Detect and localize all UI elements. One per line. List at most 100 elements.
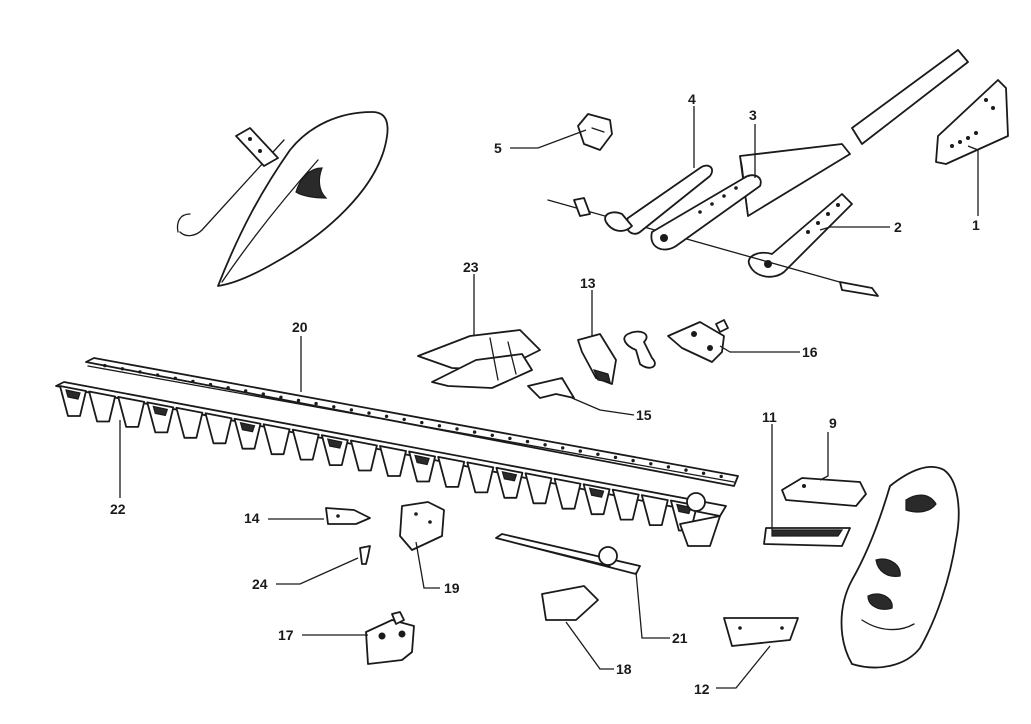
- callout-9: 9: [829, 415, 837, 431]
- guard-tooth: [524, 472, 553, 505]
- bar-hole: [719, 474, 723, 479]
- guard-tooth: [379, 445, 407, 477]
- bar-hole: [261, 392, 265, 396]
- bar-hole: [543, 443, 547, 447]
- bar-hole: [649, 462, 653, 466]
- guard-teeth: [59, 385, 698, 532]
- callout-17: 17: [278, 627, 294, 643]
- bar-hole: [455, 427, 459, 431]
- callout-13: 13: [580, 275, 596, 291]
- callout-21: 21: [672, 630, 688, 646]
- bar-hole: [367, 411, 371, 415]
- bracket-part-5: [577, 113, 613, 151]
- callout-22: 22: [110, 501, 126, 517]
- guard-tooth: [437, 456, 466, 488]
- callout-23: 23: [463, 259, 479, 275]
- bar-hole: [525, 439, 530, 444]
- guard-tooth: [466, 461, 495, 494]
- guard-tooth: [553, 477, 582, 510]
- bar-hole: [613, 455, 618, 460]
- link-bars-parts-3-4: [573, 164, 762, 251]
- bar-hole: [332, 405, 336, 409]
- bar-hole: [208, 382, 213, 387]
- bar-hole: [155, 373, 160, 377]
- guard-tooth: [611, 488, 640, 521]
- bar-hole: [244, 389, 248, 393]
- callout-1: 1: [972, 217, 980, 233]
- knife-head-part-21: [495, 533, 641, 575]
- bar-hole: [314, 401, 318, 406]
- bar-hole: [578, 449, 582, 453]
- guard-tooth: [117, 396, 146, 428]
- crop-divider-part: [176, 111, 389, 287]
- guard-tooth: [233, 417, 262, 450]
- clip-part-17: [365, 611, 415, 665]
- rivet-part-24: [359, 545, 371, 565]
- guard-tooth: [146, 401, 175, 434]
- bar-hole: [701, 471, 706, 475]
- callout-18: 18: [616, 661, 632, 677]
- clip-part-13: [577, 330, 656, 385]
- bar-hole: [296, 398, 301, 403]
- callout-20: 20: [292, 319, 308, 335]
- bar-hole: [508, 436, 512, 441]
- callout-14: 14: [244, 510, 260, 526]
- bar-hole: [120, 367, 125, 371]
- guard-tooth-shadow: [414, 454, 430, 466]
- hold-down-part-16: [667, 319, 729, 363]
- guard-tooth-shadow: [501, 471, 518, 482]
- bar-hole: [138, 370, 142, 374]
- bar-hole: [631, 458, 635, 463]
- plate-part-15: [527, 377, 575, 399]
- guard-tooth-shadow: [239, 421, 256, 433]
- shoe-plate-part-9: [781, 477, 867, 507]
- bar-hole: [402, 417, 406, 422]
- guard-tooth: [204, 412, 233, 445]
- bar-hole: [226, 386, 230, 390]
- bar-hole: [596, 452, 600, 456]
- guard-tooth: [175, 406, 204, 439]
- bar-hole: [349, 408, 354, 412]
- guard-tooth: [88, 390, 116, 423]
- guard-tooth: [582, 483, 611, 516]
- callout-2: 2: [894, 219, 902, 235]
- callout-16: 16: [802, 344, 818, 360]
- guard-tooth: [640, 494, 669, 526]
- divider-shoe-part: [840, 465, 960, 669]
- guard-tooth: [350, 439, 378, 472]
- guard-tooth: [320, 434, 349, 466]
- bar-hole: [684, 468, 688, 472]
- wear-plate-part-11: [763, 527, 851, 547]
- bar-hole: [666, 465, 671, 469]
- bar-hole: [279, 395, 283, 399]
- callout-19: 19: [444, 580, 460, 596]
- guard-tooth: [59, 385, 87, 417]
- guard-tooth-shadow: [588, 487, 605, 498]
- callout-labels: 1 2 3 4 5 9 11 12 13 14 15 16 17 18 19 2…: [110, 91, 980, 697]
- guard-tooth-shadow: [152, 405, 169, 417]
- callout-11: 11: [762, 409, 777, 425]
- guard-tooth: [408, 450, 436, 483]
- guard-tooth: [291, 428, 320, 461]
- bar-hole: [420, 420, 424, 425]
- knife-back-bar-holes: [103, 363, 723, 479]
- bar-hole: [384, 414, 389, 418]
- callout-24: 24: [252, 576, 268, 592]
- bar-hole: [191, 379, 195, 384]
- callout-5: 5: [494, 140, 502, 156]
- plate-part-12: [723, 617, 799, 647]
- bar-hole: [173, 376, 177, 380]
- bar-hole: [103, 363, 107, 368]
- callout-12: 12: [694, 681, 710, 697]
- guard-tooth-shadow: [326, 438, 343, 449]
- leader-lines: [119, 106, 979, 689]
- bar-hole: [437, 424, 442, 428]
- double-guard-part-23: [417, 329, 541, 389]
- guard-tooth: [495, 466, 524, 499]
- callout-3: 3: [749, 107, 757, 123]
- bar-hole: [490, 433, 494, 437]
- guard-tooth: [262, 423, 291, 456]
- bar-hole: [472, 430, 477, 434]
- callout-4: 4: [688, 91, 696, 107]
